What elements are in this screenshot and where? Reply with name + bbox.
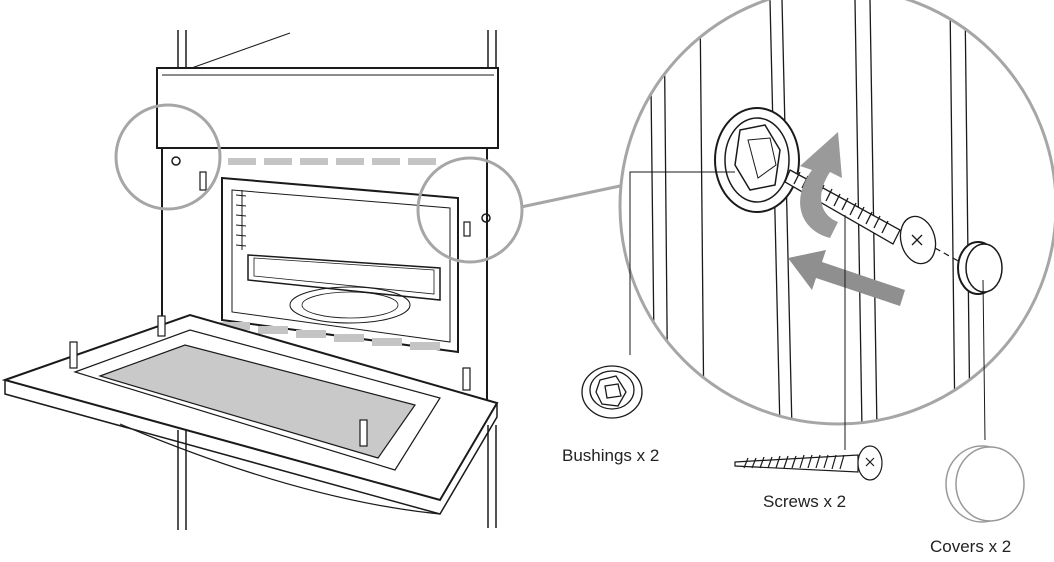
screws-label: Screws x 2 xyxy=(763,492,847,511)
cover-detail xyxy=(957,241,1003,295)
door-glass xyxy=(98,344,416,459)
screw-part-icon xyxy=(734,445,883,481)
zoom-connector-line xyxy=(520,184,621,209)
leader-lines xyxy=(629,171,986,450)
highlight-circle-left xyxy=(114,103,222,211)
oven-appliance xyxy=(156,67,499,404)
magnified-detail xyxy=(620,0,1054,424)
frame-screw-hole-left xyxy=(171,156,181,166)
push-arrow xyxy=(788,250,905,306)
bushings-label: Bushings x 2 xyxy=(562,446,660,465)
covers-label: Covers x 2 xyxy=(930,537,1012,556)
turntable xyxy=(289,286,411,324)
oven-door xyxy=(1,313,499,515)
cover-part-icon xyxy=(945,445,1025,523)
top-vent-strip xyxy=(228,158,436,165)
magnifier-circle xyxy=(618,0,1054,426)
rotate-arrow xyxy=(800,132,842,238)
bushing-part-icon xyxy=(581,365,643,419)
oven-top-panel xyxy=(156,67,499,149)
bottom-vent-strip xyxy=(220,322,440,350)
rack-rails xyxy=(235,190,247,250)
oven-tray xyxy=(247,254,441,301)
frame-screw-hole-right xyxy=(481,213,491,223)
highlight-circle-right xyxy=(416,156,524,264)
